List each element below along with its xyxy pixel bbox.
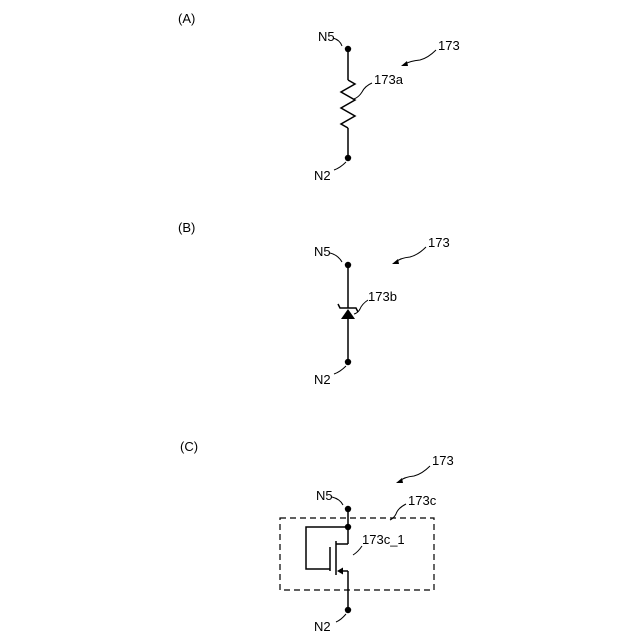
- panel-a-ref-arrow: [401, 61, 408, 66]
- panel-b-ref-label: 173: [428, 235, 450, 250]
- panel-a-ref-leader: [405, 50, 436, 64]
- zener-173b-leader: [354, 300, 368, 314]
- zener-173b-triangle: [341, 309, 355, 319]
- panel-b-ref-leader: [396, 247, 426, 262]
- panel-a: (A) 173 N5 173a N2: [178, 11, 460, 183]
- panel-c-ref-leader: [400, 466, 430, 481]
- panel-b-bottom-node-leader: [334, 366, 346, 374]
- resistor-173a-label: 173a: [374, 72, 404, 87]
- panel-b-bottom-node-dot: [345, 359, 351, 365]
- panel-b-bottom-node-label: N2: [314, 372, 331, 387]
- panel-a-bottom-node-label: N2: [314, 168, 331, 183]
- panel-b: (B) 173 N5 173b N2: [178, 220, 450, 387]
- block-173c: [280, 518, 434, 590]
- panel-c-label: (C): [180, 439, 198, 454]
- zener-173b-label: 173b: [368, 289, 397, 304]
- panel-a-top-node-label: N5: [318, 29, 335, 44]
- block-173c-label: 173c: [408, 493, 437, 508]
- panel-c-top-node-leader: [332, 497, 343, 505]
- panel-c-bottom-node-dot: [345, 607, 351, 613]
- panel-a-bottom-node-leader: [334, 162, 346, 170]
- resistor-173a: [341, 80, 355, 128]
- resistor-173a-leader: [354, 83, 372, 99]
- panel-a-ref-label: 173: [438, 38, 460, 53]
- panel-c-bottom-node-leader: [336, 614, 346, 622]
- panel-b-label: (B): [178, 220, 195, 235]
- panel-c-ref-label: 173: [432, 453, 454, 468]
- panel-b-ref-arrow: [392, 259, 399, 264]
- transistor-173c-1-arrow: [337, 568, 343, 575]
- panel-a-bottom-node-dot: [345, 155, 351, 161]
- panel-c-bottom-node-label: N2: [314, 619, 331, 634]
- transistor-173c-1-leader: [353, 546, 362, 555]
- panel-c-top-node-label: N5: [316, 488, 333, 503]
- panel-c-ref-arrow: [396, 478, 403, 483]
- panel-a-label: (A): [178, 11, 195, 26]
- transistor-173c-1-label: 173c_1: [362, 532, 405, 547]
- panel-b-top-node-leader: [330, 253, 342, 262]
- panel-b-top-node-label: N5: [314, 244, 331, 259]
- panel-c: (C) 173 N5 173c 173c_1 N2: [180, 439, 454, 634]
- transistor-173c-1-gate-wire: [306, 527, 348, 569]
